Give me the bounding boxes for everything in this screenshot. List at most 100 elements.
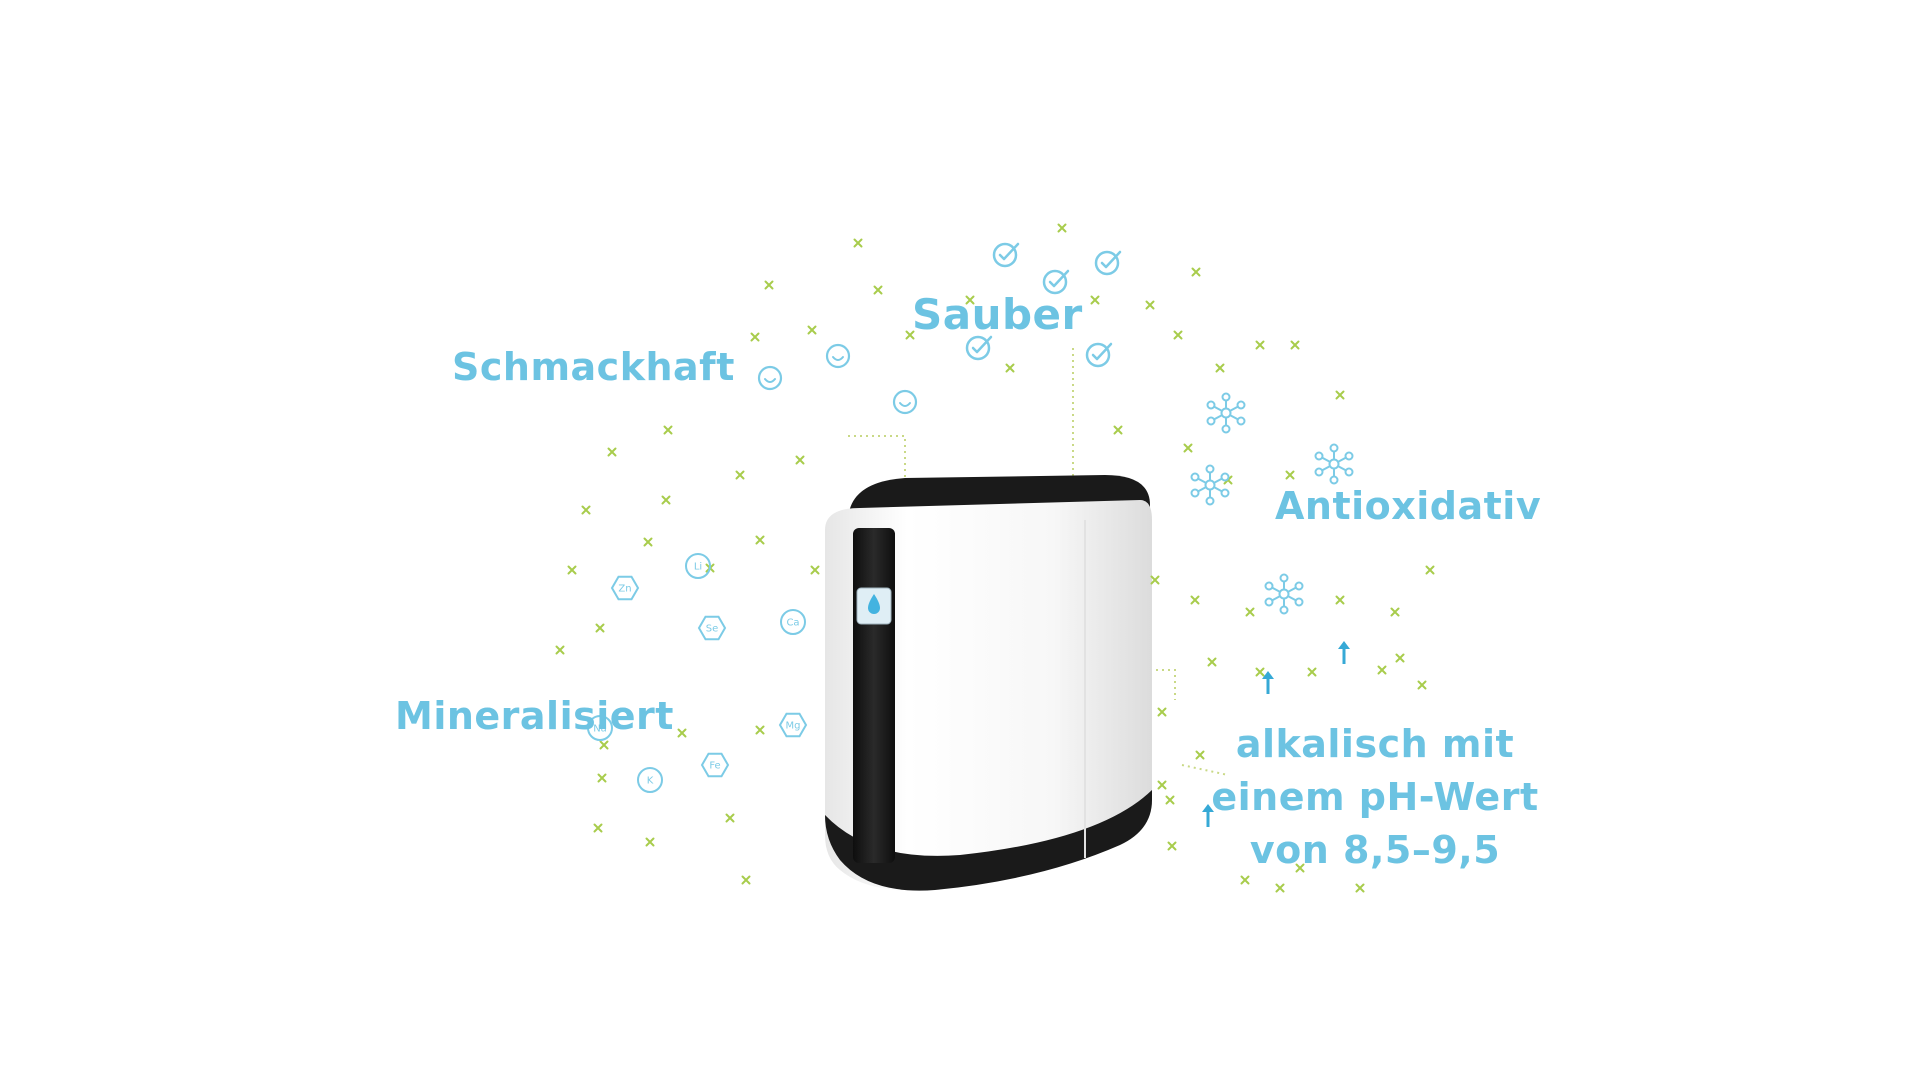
- sparkle-mark: [807, 325, 817, 335]
- feature-label-clean: Sauber: [912, 290, 1083, 339]
- check-circle-icon: [1094, 250, 1122, 276]
- alkaline-line-1: alkalisch mit: [1235, 722, 1515, 766]
- sparkle-mark: [1150, 575, 1160, 585]
- smiley-icon: [757, 365, 783, 391]
- sparkle-mark: [1183, 443, 1193, 453]
- sparkle-mark: [555, 645, 565, 655]
- sparkle-mark: [853, 238, 863, 248]
- sparkle-mark: [1157, 780, 1167, 790]
- sparkle-mark: [1425, 565, 1435, 575]
- smiley-icons-group: [757, 343, 918, 415]
- sparkle-mark: [599, 740, 609, 750]
- sparkle-mark: [750, 332, 760, 342]
- sparkle-mark: [1090, 295, 1100, 305]
- check-circle-icon: [992, 242, 1020, 268]
- mineral-badge-icon: Na: [587, 715, 613, 741]
- molecule-icon: [1190, 464, 1230, 506]
- alkaline-line-3: von 8,5–9,5: [1249, 828, 1501, 873]
- water-purifier-device: [825, 475, 1152, 891]
- sparkle-mark: [645, 837, 655, 847]
- sparkle-mark: [965, 295, 975, 305]
- mineral-badge-label: Ca: [786, 618, 799, 629]
- arrow-icons-group: [1202, 641, 1350, 827]
- molecule-icon: [1264, 573, 1304, 615]
- mineral-badge-icon: Se: [697, 615, 727, 641]
- sparkle-mark: [764, 280, 774, 290]
- sparkle-mark: [1417, 680, 1427, 690]
- sparkle-mark: [1390, 607, 1400, 617]
- device-body: [825, 500, 1152, 891]
- sparkle-mark: [1355, 883, 1365, 893]
- sparkle-mark: [1275, 883, 1285, 893]
- feature-label-tasty: Schmackhaft: [452, 345, 735, 389]
- sparkle-mark: [873, 285, 883, 295]
- mineral-badge-label: Mg: [786, 721, 801, 732]
- sparkle-mark: [1245, 607, 1255, 617]
- mineral-badge-icon: Zn: [610, 575, 640, 601]
- sparkle-mark: [595, 623, 605, 633]
- sparkle-mark: [1285, 470, 1295, 480]
- sparkle-mark: [567, 565, 577, 575]
- sparkle-mark: [1335, 390, 1345, 400]
- molecule-icons-group: [1190, 392, 1354, 615]
- sparkle-mark: [581, 505, 591, 515]
- sparkle-mark: [755, 535, 765, 545]
- sparkle-mark: [1335, 595, 1345, 605]
- mineral-badge-icon: K: [637, 767, 663, 793]
- smiley-icon: [892, 389, 918, 415]
- dotted-connector-lines: [848, 348, 1229, 776]
- sparkle-mark: [735, 470, 745, 480]
- sparkle-mark: [1290, 340, 1300, 350]
- up-arrow-icon: [1338, 641, 1350, 664]
- sparkle-mark: [1167, 841, 1177, 851]
- sparkle-mark: [1240, 875, 1250, 885]
- mineral-badge-icon: Li: [685, 553, 711, 579]
- sparkle-mark: [755, 725, 765, 735]
- water-drop-icon: [868, 594, 880, 614]
- mineral-badge-label: K: [647, 776, 654, 787]
- check-circle-icon: [965, 335, 993, 361]
- sparkle-mark: [663, 425, 673, 435]
- sparkle-mark: [1157, 707, 1167, 717]
- sparkle-mark: [1307, 667, 1317, 677]
- mineral-badge-label: Se: [706, 624, 719, 635]
- sparkle-mark: [741, 875, 751, 885]
- up-arrow-icon: [1202, 804, 1214, 827]
- sparkle-mark: [1113, 425, 1123, 435]
- sparkle-mark: [677, 728, 687, 738]
- up-arrow-icon: [1262, 671, 1274, 694]
- mineral-badge-label: Fe: [709, 761, 720, 772]
- device-front-panel: [853, 528, 895, 863]
- sparkle-mark: [593, 823, 603, 833]
- sparkle-mark: [1190, 595, 1200, 605]
- sparkle-mark: [1173, 330, 1183, 340]
- sparkle-mark: [1215, 363, 1225, 373]
- sparkle-mark: [905, 330, 915, 340]
- sparkle-mark: [1255, 667, 1265, 677]
- sparkle-mark: [597, 773, 607, 783]
- feature-label-alkaline: alkalisch mit einem pH-Wert von 8,5–9,5: [1210, 718, 1540, 878]
- mineral-badge-icon: Mg: [778, 712, 808, 738]
- sparkle-mark: [1005, 363, 1015, 373]
- mineral-badge-label: Li: [694, 562, 702, 573]
- sparkle-mark: [1255, 340, 1265, 350]
- sparkle-mark: [607, 447, 617, 457]
- sparkle-marks: [555, 223, 1435, 893]
- sparkle-mark: [661, 495, 671, 505]
- device-base: [825, 790, 1152, 891]
- sparkle-mark: [1377, 665, 1387, 675]
- sparkle-mark: [1195, 750, 1205, 760]
- check-circle-icon: [1085, 342, 1113, 368]
- sparkle-mark: [1145, 300, 1155, 310]
- mineral-badge-label: Na: [593, 724, 607, 735]
- feature-label-antioxidant: Antioxidativ: [1275, 484, 1542, 528]
- sparkle-mark: [1057, 223, 1067, 233]
- feature-label-mineralized: Mineralisiert: [395, 694, 674, 738]
- sparkle-mark: [725, 813, 735, 823]
- sparkle-mark: [1395, 653, 1405, 663]
- check-icons-group: [965, 242, 1122, 368]
- alkaline-line-2: einem pH-Wert: [1211, 775, 1539, 820]
